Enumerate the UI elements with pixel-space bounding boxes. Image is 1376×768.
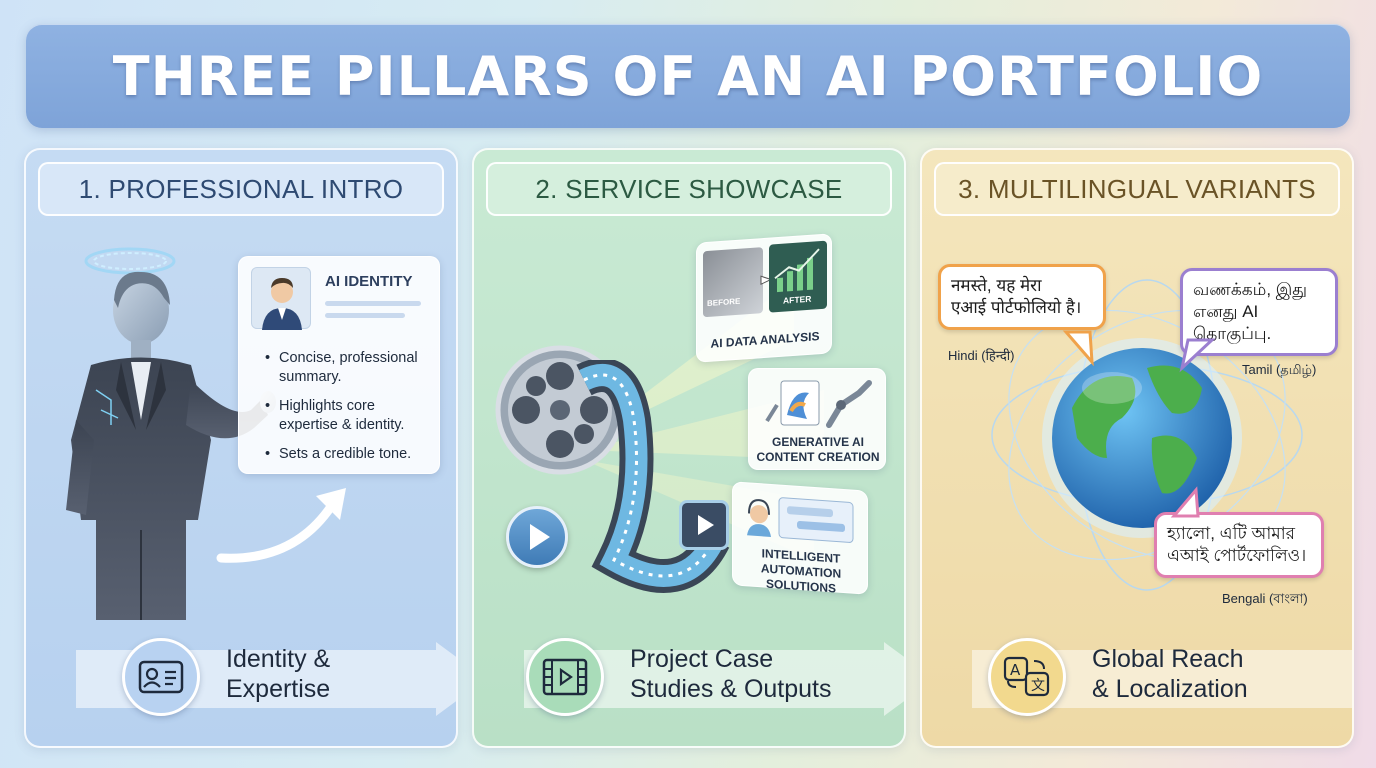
card-heading: AI IDENTITY (325, 273, 413, 290)
speech-bubble-hindi: नमस्ते, यह मेरा एआई पोर्टफोलियो है। (938, 264, 1106, 330)
globe-icon (1042, 338, 1242, 538)
pillar-summary: A 文 Global Reach & Localization (922, 634, 1352, 724)
id-card-icon (122, 638, 200, 716)
service-label: GENERATIVE AI (771, 435, 864, 449)
pillar-title: 3. MULTILINGUAL VARIANTS (934, 162, 1340, 216)
pillar-summary: Project Case Studies & Outputs (474, 634, 904, 724)
ai-professional-figure (66, 271, 276, 620)
avatar (251, 267, 311, 330)
pillar-summary: Identity & Expertise (26, 634, 456, 724)
after-label: AFTER (783, 293, 812, 306)
service-card-generative-ai: GENERATIVE AI CONTENT CREATION (748, 368, 886, 470)
after-chart: AFTER (769, 240, 827, 313)
robot-arm-painting-icon (765, 380, 872, 428)
summary-line: Expertise (226, 675, 331, 703)
page-title: THREE PILLARS OF AN AI PORTFOLIO (112, 44, 1264, 108)
translate-icon: A 文 (988, 638, 1066, 716)
service-label: CONTENT CREATION (756, 450, 880, 464)
service-card-data-analysis: BEFORE AFTER AI DATA ANALYSIS (696, 233, 832, 363)
pillar-professional-intro: 1. PROFESSIONAL INTRO (24, 148, 458, 748)
bubble-text: வணக்கம், இது (1193, 280, 1308, 299)
summary-label: Identity & Expertise (226, 644, 330, 704)
speech-bubble-bengali: হ্যালো, এটি আমার এআই পোর্টফোলিও। (1154, 512, 1324, 578)
before-label: BEFORE (707, 296, 741, 308)
video-frame (679, 500, 729, 550)
pillar-title: 2. SERVICE SHOWCASE (486, 162, 892, 216)
summary-label: Project Case Studies & Outputs (630, 644, 832, 704)
service-card-automation: INTELLIGENT AUTOMATION SOLUTIONS (732, 481, 868, 596)
pillar-service-showcase: 2. SERVICE SHOWCASE BEFORE (472, 148, 906, 748)
language-label: Tamil (தமிழ்) (1242, 362, 1317, 377)
summary-label: Global Reach & Localization (1092, 644, 1248, 704)
bubble-tail (1170, 486, 1200, 518)
summary-line: Studies & Outputs (630, 675, 832, 703)
arrow-band (524, 642, 904, 716)
chatbot-icon (747, 497, 854, 543)
card-bullets: Concise, professional summary. Highlight… (265, 349, 435, 474)
bubble-text: नमस्ते, यह मेरा (951, 276, 1042, 295)
bullet-item: Sets a credible tone. (265, 445, 435, 464)
summary-line: Project Case (630, 645, 774, 673)
film-strip-icon (576, 360, 730, 593)
svg-text:A: A (1010, 661, 1021, 679)
bubble-text: হ্যালো, এটি আমার (1167, 524, 1295, 543)
service-label: AI DATA ANALYSIS (710, 329, 820, 351)
arrow-band (972, 650, 1352, 708)
film-play-icon (526, 638, 604, 716)
bubble-text: एआई पोर्टफोलियो है। (951, 298, 1082, 317)
placeholder-line (325, 313, 405, 318)
bubble-text: எனது AI (1193, 302, 1259, 321)
summary-line: & Localization (1092, 675, 1248, 703)
bubble-tail (1179, 338, 1216, 373)
play-icon (698, 515, 714, 535)
language-label: Hindi (हिन्दी) (948, 348, 1015, 363)
bubble-text: தொகுப்பு. (1193, 324, 1272, 343)
title-banner: THREE PILLARS OF AN AI PORTFOLIO (26, 24, 1350, 128)
growth-chart-icon (774, 248, 820, 293)
bullet-item: Highlights core expertise & identity. (265, 397, 435, 435)
bullet-item: Concise, professional summary. (265, 349, 435, 387)
summary-line: Global Reach (1092, 645, 1244, 673)
summary-line: Identity & (226, 645, 331, 673)
play-icon (530, 524, 550, 550)
pillar-multilingual: 3. MULTILINGUAL VARIANTS नमस्ते, यह मेरा… (920, 148, 1354, 748)
person-icon (262, 278, 302, 330)
before-image: BEFORE (703, 247, 763, 318)
placeholder-line (325, 301, 421, 306)
play-button[interactable] (506, 506, 568, 568)
svg-text:文: 文 (1031, 678, 1045, 694)
language-label: Bengali (বাংলা) (1222, 591, 1308, 606)
bubble-text: এআই পোর্টফোলিও। (1167, 546, 1307, 565)
arrow-right-icon (760, 275, 773, 285)
pillar-title: 1. PROFESSIONAL INTRO (38, 162, 444, 216)
bubble-tail (1062, 330, 1094, 366)
curved-arrow-icon (216, 488, 346, 563)
ai-identity-card: AI IDENTITY Concise, professional summar… (238, 256, 440, 474)
